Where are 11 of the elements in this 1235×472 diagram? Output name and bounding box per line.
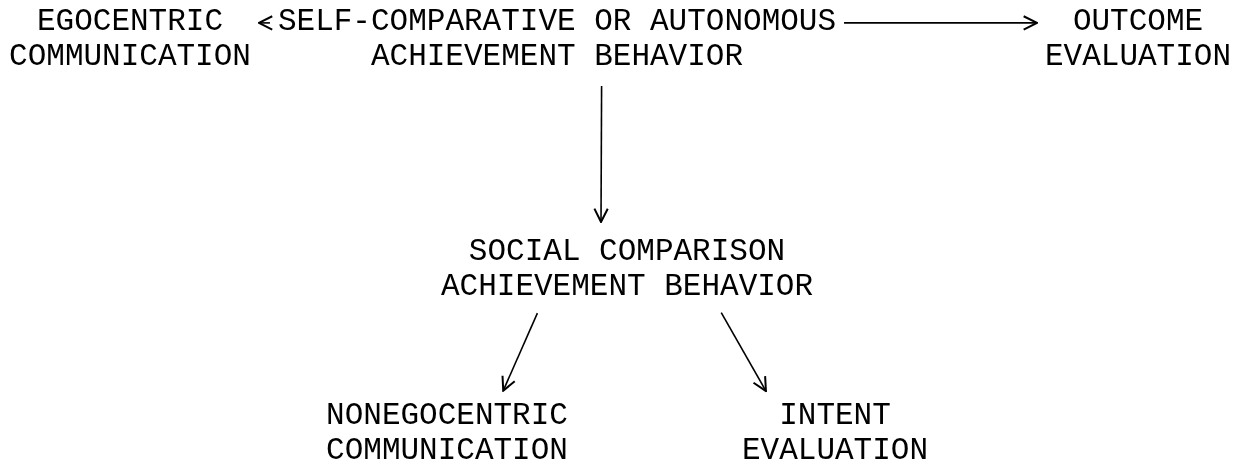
arrow xyxy=(843,15,1038,31)
node-text: INTENT EVALUATION xyxy=(742,398,928,468)
node-text: EGOCENTRIC COMMUNICATION xyxy=(9,4,251,74)
arrow xyxy=(257,15,274,31)
arrow xyxy=(593,85,609,223)
arrow xyxy=(501,312,539,392)
node-text: SELF-COMPARATIVE OR AUTONOMOUS ACHIEVEMENT BEHAVIOR xyxy=(277,4,837,74)
node-text: SOCIAL COMPARISON ACHIEVEMENT BEHAVIOR xyxy=(441,234,813,304)
node-text: OUTCOME EVALUATION xyxy=(1045,4,1231,74)
arrow xyxy=(720,311,767,393)
node-text: NONEGOCENTRIC COMMUNICATION xyxy=(307,398,587,468)
